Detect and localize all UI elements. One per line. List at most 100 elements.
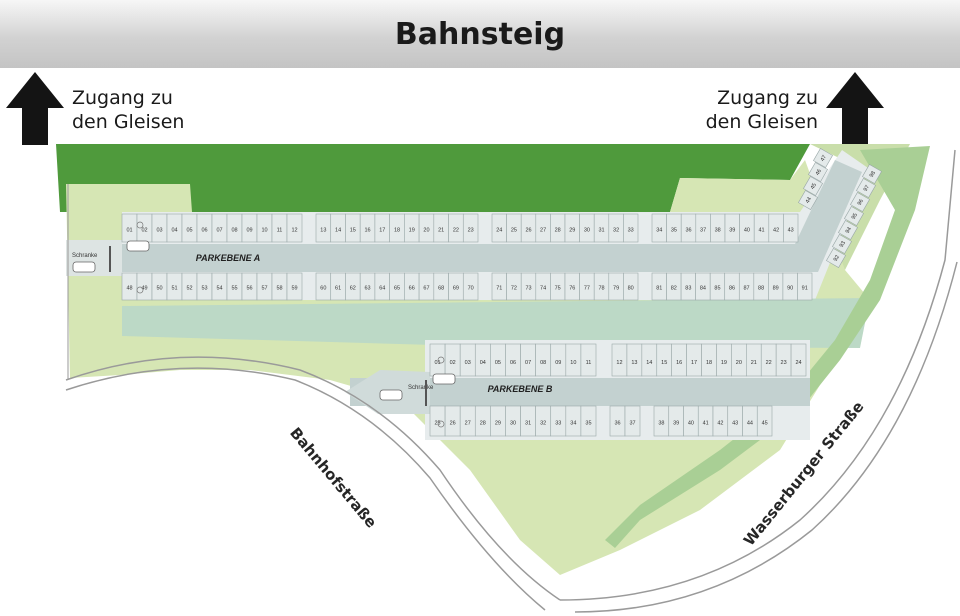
stall-number: 34 — [570, 421, 576, 427]
stall-number: 25 — [511, 227, 517, 233]
parking-stall — [623, 272, 639, 301]
stall-number: 98 — [869, 170, 877, 178]
stall-number: 20 — [423, 227, 429, 233]
railway-green-area — [56, 144, 810, 212]
stall-number: 54 — [216, 286, 222, 292]
stall-number: 44 — [747, 421, 753, 427]
stall-number: 31 — [598, 227, 604, 233]
stall-number: 94 — [845, 226, 853, 234]
stall-number: 46 — [815, 168, 823, 176]
stall-number: 36 — [614, 421, 620, 427]
stall-number: 33 — [628, 227, 634, 233]
stall-number: 74 — [540, 286, 546, 292]
stall-number: 71 — [496, 286, 502, 292]
stall-number: 02 — [141, 227, 147, 233]
stall-number: 08 — [540, 360, 546, 366]
car-icon — [379, 389, 403, 401]
stall-number: 96 — [857, 198, 865, 206]
track-access-left: Zugang zu den Gleisen — [72, 86, 184, 134]
parking-stall — [826, 248, 846, 268]
street-bahnhof — [65, 356, 561, 601]
stall-number: 47 — [820, 154, 828, 162]
track-access-right-line1: Zugang zu — [717, 87, 818, 109]
parking-stall — [803, 176, 823, 196]
drive-aisle-a-curve — [660, 160, 862, 272]
stall-number: 86 — [729, 286, 735, 292]
stall-number: 11 — [277, 227, 283, 233]
stall-number: 21 — [438, 227, 444, 233]
stall-number: 22 — [453, 227, 459, 233]
stall-number: 01 — [434, 360, 440, 366]
parking-stall — [856, 178, 876, 198]
stall-number: 22 — [766, 360, 772, 366]
stall-number: 59 — [291, 286, 297, 292]
parking-stall — [580, 405, 597, 437]
parking-stall — [462, 213, 479, 243]
stall-number: 25 — [434, 421, 440, 427]
stall-number: 06 — [510, 360, 516, 366]
stall-number: 49 — [141, 286, 147, 292]
parking-stall — [623, 213, 639, 243]
stall-number: 62 — [350, 286, 356, 292]
stall-number: 97 — [863, 184, 871, 192]
stall-number: 40 — [744, 227, 750, 233]
stall-number: 79 — [613, 286, 619, 292]
parking-stall — [790, 343, 807, 377]
stall-number: 72 — [511, 286, 517, 292]
stall-number: 05 — [495, 360, 501, 366]
stall-number: 82 — [671, 286, 677, 292]
stall-number: 40 — [688, 421, 694, 427]
parking-stall — [286, 213, 303, 243]
stall-number: 43 — [788, 227, 794, 233]
wheelchair-icon — [136, 221, 144, 229]
stall-number: 11 — [586, 360, 592, 366]
stall-number: 03 — [156, 227, 162, 233]
stall-number: 41 — [703, 421, 709, 427]
parking-stall — [832, 234, 852, 254]
stall-number: 38 — [715, 227, 721, 233]
platform-title: Bahnsteig — [394, 17, 566, 52]
arrow-up-icon — [826, 72, 884, 145]
stall-number: 88 — [758, 286, 764, 292]
access-lane — [122, 298, 870, 348]
stall-number: 24 — [496, 227, 502, 233]
stall-number: 89 — [773, 286, 779, 292]
stall-number: 30 — [584, 227, 590, 233]
stall-number: 81 — [656, 286, 662, 292]
parking-stall — [783, 213, 799, 243]
stall-number: 51 — [171, 286, 177, 292]
stall-number: 17 — [691, 360, 697, 366]
stall-number: 07 — [216, 227, 222, 233]
stall-number: 85 — [714, 286, 720, 292]
stall-number: 30 — [510, 421, 516, 427]
platform-bar — [0, 0, 960, 68]
stall-number: 58 — [276, 286, 282, 292]
stall-number: 41 — [758, 227, 764, 233]
stall-number: 18 — [706, 360, 712, 366]
stall-number: 10 — [261, 227, 267, 233]
stall-number: 57 — [261, 286, 267, 292]
stall-number: 39 — [673, 421, 679, 427]
stall-number: 36 — [685, 227, 691, 233]
parking-stall — [838, 220, 858, 240]
stall-number: 50 — [156, 286, 162, 292]
stall-number: 75 — [555, 286, 561, 292]
stall-number: 37 — [700, 227, 706, 233]
stall-number: 26 — [450, 421, 456, 427]
stall-number: 12 — [291, 227, 297, 233]
parking-stall — [624, 405, 641, 437]
stall-number: 56 — [246, 286, 252, 292]
stall-number: 02 — [450, 360, 456, 366]
parking-stall — [286, 272, 303, 301]
barrier-a-label: Schranke — [72, 253, 98, 259]
track-access-right: Zugang zu den Gleisen — [706, 86, 818, 134]
parking-stall — [756, 405, 773, 437]
wheelchair-icon — [136, 286, 144, 294]
parking-stall — [844, 206, 864, 226]
curved-lane — [605, 146, 930, 548]
stall-number: 04 — [480, 360, 486, 366]
parking-deck-b-label: PARKEBENE B — [488, 384, 553, 394]
